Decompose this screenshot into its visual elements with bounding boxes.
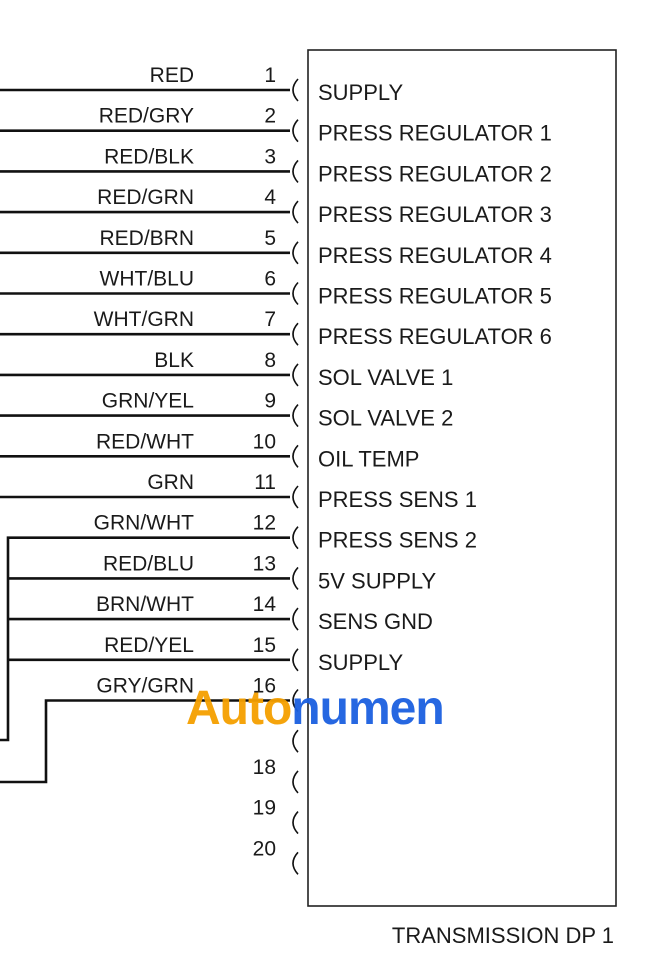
pin-function-label: PRESS SENS 2 bbox=[318, 528, 477, 553]
wire-color-label: GRN/WHT bbox=[94, 512, 194, 535]
pin-socket bbox=[292, 281, 299, 306]
watermark-part1: Auto bbox=[186, 682, 291, 735]
pin-socket bbox=[292, 404, 299, 428]
pin-socket bbox=[292, 444, 299, 468]
pin-function-label: SENS GND bbox=[318, 609, 433, 634]
wire-color-label: RED/GRN bbox=[97, 186, 194, 209]
pin-number: 14 bbox=[253, 593, 277, 616]
pin-function-label: PRESS REGULATOR 1 bbox=[318, 121, 552, 146]
pin-number: 3 bbox=[264, 145, 276, 168]
pin-socket bbox=[292, 851, 299, 875]
pin-function-label: PRESS REGULATOR 3 bbox=[318, 202, 552, 227]
pin-function-label: SOL VALVE 1 bbox=[318, 365, 453, 390]
pin-number: 10 bbox=[253, 430, 276, 453]
wire-line bbox=[0, 699, 290, 784]
pin-socket bbox=[292, 566, 299, 590]
pin-number: 6 bbox=[264, 268, 276, 291]
wire-color-label: GRN/YEL bbox=[102, 390, 194, 413]
pin-function-label: SOL VALVE 2 bbox=[318, 406, 453, 431]
pin-number: 15 bbox=[253, 634, 276, 657]
wire-color-label: RED/BLK bbox=[104, 145, 194, 168]
wire-color-label: RED/BLU bbox=[103, 552, 194, 575]
wire-color-label: BRN/WHT bbox=[96, 593, 194, 616]
pin-socket bbox=[292, 811, 299, 835]
pin-function-label: PRESS REGULATOR 2 bbox=[318, 161, 552, 186]
pin-socket bbox=[292, 729, 299, 753]
wire-color-label: RED/GRY bbox=[99, 105, 194, 128]
wire-color-label: RED bbox=[150, 64, 194, 87]
wire-color-label: GRY/GRN bbox=[96, 675, 194, 698]
wire-color-label: RED/YEL bbox=[104, 634, 194, 657]
wire-lines bbox=[0, 78, 299, 875]
pin-socket bbox=[292, 119, 299, 143]
pin-number: 11 bbox=[254, 471, 276, 494]
wire-color-label: BLK bbox=[154, 349, 194, 372]
pin-number: 4 bbox=[264, 186, 276, 209]
pin-function-label: PRESS REGULATOR 4 bbox=[318, 243, 552, 268]
pin-function-label: PRESS REGULATOR 6 bbox=[318, 324, 552, 349]
wire-color-label: WHT/GRN bbox=[94, 308, 194, 331]
pin-socket bbox=[292, 688, 299, 713]
wire-color-label: WHT/BLU bbox=[100, 268, 195, 291]
wire-color-label: RED/WHT bbox=[96, 430, 194, 453]
pin-function-label: PRESS REGULATOR 5 bbox=[318, 284, 552, 309]
pin-socket bbox=[292, 322, 299, 346]
pin-function-label: SUPPLY bbox=[318, 80, 404, 105]
wire-color-label: RED/BRN bbox=[99, 227, 194, 250]
pin-function-label: SUPPLY bbox=[318, 650, 404, 675]
pin-socket bbox=[292, 607, 299, 631]
pin-number: 16 bbox=[253, 675, 276, 698]
pin-number: 8 bbox=[264, 349, 276, 372]
pin-number: 9 bbox=[264, 390, 276, 413]
pin-number: 12 bbox=[253, 512, 276, 535]
wire-color-label: GRN bbox=[147, 471, 194, 494]
pin-socket bbox=[292, 241, 299, 265]
watermark: Autonumen bbox=[186, 682, 445, 735]
pin-number: 1 bbox=[264, 64, 276, 87]
pin-socket bbox=[292, 526, 299, 550]
pin-socket bbox=[292, 485, 299, 509]
connector-title: TRANSMISSION DP 1 bbox=[392, 923, 614, 948]
pin-number: 7 bbox=[264, 308, 276, 331]
pin-socket bbox=[292, 770, 299, 794]
pin-number: 20 bbox=[253, 837, 276, 860]
svg-text:Autonumen: Autonumen bbox=[186, 682, 444, 735]
pin-socket bbox=[292, 648, 299, 672]
pin-number: 5 bbox=[264, 227, 276, 250]
watermark-part2: numen bbox=[291, 682, 443, 735]
pin-function-label: 5V SUPPLY bbox=[318, 568, 437, 593]
connector-body bbox=[307, 49, 617, 907]
pin-socket bbox=[292, 78, 299, 102]
pin-socket bbox=[292, 159, 299, 183]
pin-number: 19 bbox=[253, 797, 276, 820]
pin-number: 13 bbox=[253, 552, 276, 575]
pin-function-label: OIL TEMP bbox=[318, 446, 419, 471]
pin-socket bbox=[292, 200, 299, 224]
pin-socket bbox=[292, 363, 299, 387]
pin-function-label: PRESS SENS 1 bbox=[318, 487, 477, 512]
pin-number: 2 bbox=[264, 105, 276, 128]
wire-line bbox=[0, 536, 290, 742]
pin-number: 18 bbox=[253, 756, 276, 779]
